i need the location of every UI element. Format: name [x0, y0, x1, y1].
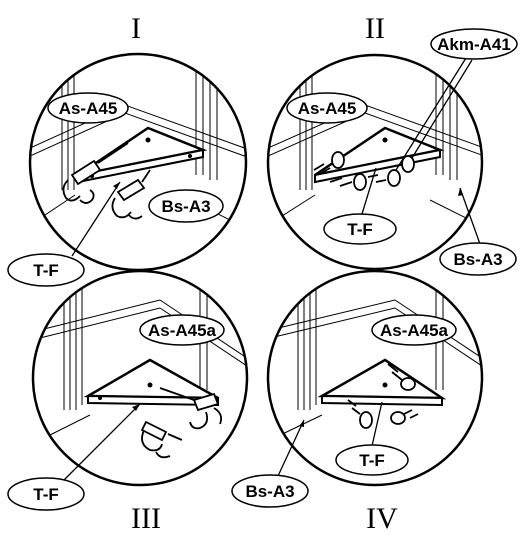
- panel-1-label-t-f: T-F: [7, 181, 121, 287]
- panel-4-numeral: IV: [366, 502, 398, 535]
- panel-2-label-bs-a3: Bs-A3: [439, 187, 517, 276]
- panel-2-detail: [268, 55, 482, 231]
- svg-text:As-A45a: As-A45a: [380, 321, 449, 340]
- panel-2: II: [266, 12, 518, 276]
- panel-4-label-bs-a3: Bs-A3: [231, 419, 309, 508]
- panel-4-label-as-a45a: As-A45a: [371, 314, 457, 346]
- svg-text:T-F: T-F: [33, 485, 59, 504]
- panel-2-label-as-a45: As-A45: [286, 92, 368, 124]
- svg-text:T-F: T-F: [33, 261, 59, 280]
- svg-text:As-A45a: As-A45a: [148, 321, 217, 340]
- panel-3-label-t-f: T-F: [7, 403, 141, 511]
- panel-1-label-as-a45: As-A45: [47, 92, 129, 124]
- svg-text:T-F: T-F: [347, 220, 373, 239]
- panel-2-numeral: II: [365, 12, 385, 45]
- panel-4-label-t-f: T-F: [335, 401, 409, 476]
- panel-3-numeral: III: [131, 502, 161, 535]
- panel-1-numeral: I: [131, 12, 141, 45]
- svg-text:As-A45: As-A45: [298, 99, 357, 118]
- panel-4-detail: [269, 278, 482, 441]
- panel-3-detail: [39, 278, 247, 459]
- panel-3: As-A45a T-F III: [7, 269, 249, 535]
- panel-2-label-t-f: T-F: [323, 167, 397, 245]
- svg-text:T-F: T-F: [359, 451, 385, 470]
- panel-1-label-bs-a3: Bs-A3: [148, 189, 224, 223]
- panel-2-label-akm-a41: Akm-A41: [395, 28, 518, 171]
- panel-3-label-as-a45a: As-A45a: [139, 314, 225, 346]
- svg-text:Akm-A41: Akm-A41: [437, 35, 511, 54]
- svg-text:As-A45: As-A45: [59, 99, 118, 118]
- panel-1: I: [7, 12, 248, 287]
- svg-text:Bs-A3: Bs-A3: [453, 250, 502, 269]
- panel-4: As-A45a T-F Bs-A3 IV: [231, 269, 484, 535]
- svg-text:Bs-A3: Bs-A3: [161, 197, 210, 216]
- svg-text:Bs-A3: Bs-A3: [245, 482, 294, 501]
